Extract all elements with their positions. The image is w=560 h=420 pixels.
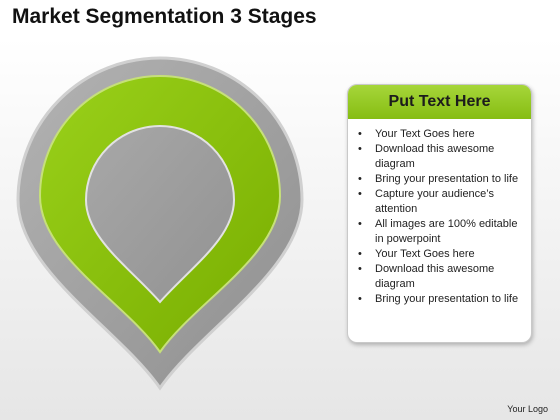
list-item: Download this awesome diagram [356, 262, 525, 292]
list-item: Download this awesome diagram [356, 142, 525, 172]
list-item: Bring your presentation to life [356, 172, 525, 187]
inner-pin-shape [84, 125, 236, 304]
text-panel: Put Text Here Your Text Goes here Downlo… [347, 84, 532, 343]
footer-logo: Your Logo [507, 404, 548, 414]
list-item: Your Text Goes here [356, 247, 525, 262]
list-item: Capture your audience’s attention [356, 187, 525, 217]
list-item: Your Text Goes here [356, 127, 525, 142]
list-item: Bring your presentation to life [356, 292, 525, 307]
slide-title: Market Segmentation 3 Stages [12, 5, 317, 28]
bullet-list: Your Text Goes here Download this awesom… [348, 119, 531, 307]
panel-header: Put Text Here [348, 85, 531, 119]
list-item: All images are 100% editable in powerpoi… [356, 217, 525, 247]
